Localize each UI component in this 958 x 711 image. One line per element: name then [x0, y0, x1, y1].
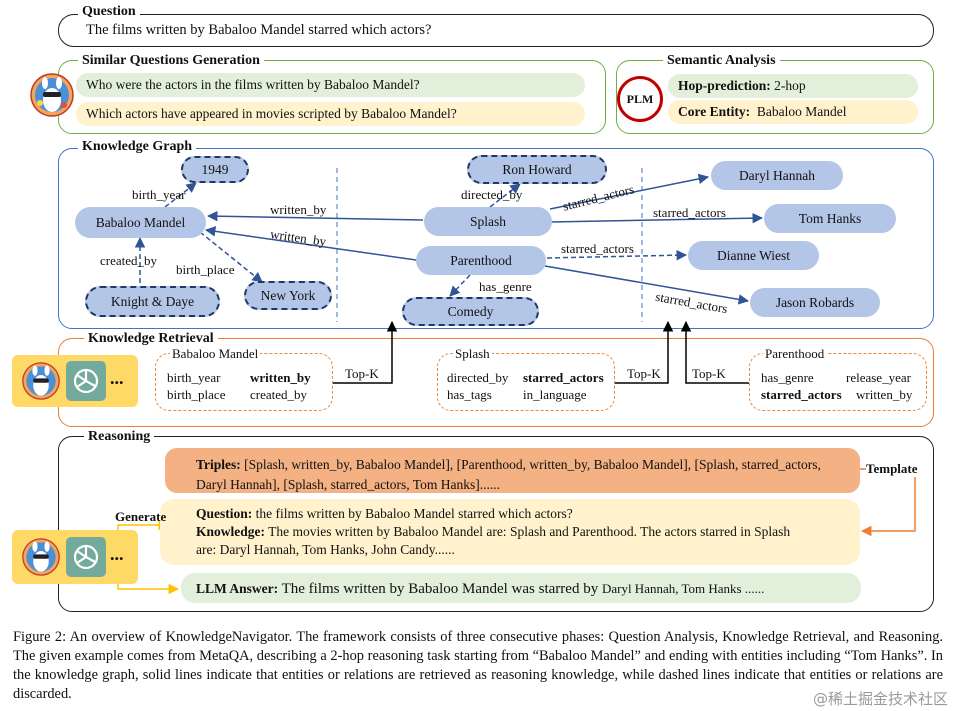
answer-label: LLM Answer: [196, 581, 279, 596]
topk-label: Top-K [692, 366, 726, 381]
topk-label: Top-K [345, 366, 379, 381]
semantic-analysis-title: Semantic Analysis [663, 53, 780, 69]
node-tom-hanks: Tom Hanks [764, 204, 896, 233]
retrieval-cell-selected: starred_actors [523, 370, 604, 385]
plm-label: PLM [626, 91, 654, 106]
retrieval-group-splash [437, 353, 615, 411]
retrieval-cell: has_genre [761, 370, 814, 385]
retrieval-cell: has_tags [447, 387, 492, 402]
retrieval-cell: written_by [856, 387, 913, 402]
edge-label-written-by-1: written_by [270, 202, 327, 217]
triples-box [165, 448, 860, 493]
node-daryl-hannah: Daryl Hannah [711, 161, 843, 190]
prompt-text: Question: the films written by Babaloo M… [196, 505, 790, 559]
node-babaloo-mandel: Babaloo Mandel [75, 207, 206, 238]
prompt-question-label: Question: [196, 506, 253, 521]
reasoning-title: Reasoning [84, 429, 155, 445]
prompt-question-text: the films written by Babaloo Mandel star… [252, 506, 573, 521]
chatgpt-icon [66, 361, 106, 401]
node-splash: Splash [424, 207, 552, 236]
knowledge-retrieval-title: Knowledge Retrieval [84, 331, 218, 347]
edge-label-birth-year: birth_year [132, 187, 186, 202]
retrieval-group-babaloo [155, 353, 333, 411]
triples-label: Triples: [196, 457, 241, 472]
llama-avatar-icon [22, 538, 60, 576]
figure-caption: Figure 2: An overview of KnowledgeNaviga… [13, 629, 943, 702]
retrieval-cell: release_year [846, 370, 911, 385]
question-title: Question [78, 4, 140, 20]
llama-avatar-icon [22, 362, 60, 400]
answer-text: LLM Answer: The films written by Babaloo… [196, 580, 764, 598]
prompt-knowledge-line-1: The movies written by Babaloo Mandel are… [265, 524, 791, 539]
retrieval-cell: directed_by [447, 370, 509, 385]
hop-value: 2-hop [774, 78, 806, 93]
similar-question-1: Who were the actors in the films written… [76, 73, 585, 97]
knowledge-graph-box [58, 148, 934, 329]
triples-text: Triples: [Splash, written_by, Babaloo Ma… [196, 455, 821, 495]
reasoning-ellipsis: ... [110, 544, 124, 564]
hop-label: Hop-prediction: [678, 78, 771, 93]
node-parenthood: Parenthood [416, 246, 546, 275]
topk-arrows [333, 320, 749, 384]
triples-line-1: [Splash, written_by, Babaloo Mandel], [P… [240, 457, 821, 472]
edge-label-starred-2: starred_actors [653, 205, 726, 220]
retrieval-ellipsis: ... [110, 368, 124, 388]
knowledge-graph-title: Knowledge Graph [78, 139, 197, 155]
retrieval-cell: created_by [250, 387, 308, 402]
similar-questions-title: Similar Questions Generation [78, 53, 264, 69]
edge-label-directed-by: directed_by [461, 187, 523, 202]
edge-label-has-genre: has_genre [479, 279, 532, 294]
watermark: @稀土掘金技术社区 [812, 690, 948, 708]
node-ron-howard: Ron Howard [467, 155, 607, 184]
core-entity: Core Entity: Babaloo Mandel [668, 100, 918, 124]
answer-main: The films written by Babaloo Mandel was … [278, 581, 602, 597]
core-entity-value: Babaloo Mandel [756, 104, 847, 119]
knowledge-graph-edges [134, 168, 764, 322]
answer-small: Daryl Hannah, Tom Hanks ...... [601, 581, 765, 596]
retrieval-group-parenthood [749, 353, 927, 411]
edge-label-birth-place: birth_place [176, 262, 235, 277]
triples-line-2: Daryl Hannah], [Splash, starred_actors, … [196, 477, 500, 492]
node-knight-daye: Knight & Daye [85, 286, 220, 317]
retrieval-cell: birth_year [167, 370, 221, 385]
retrieval-cell-selected: starred_actors [761, 387, 842, 402]
topk-label: Top-K [627, 366, 661, 381]
chatgpt-icon [66, 537, 106, 577]
retrieval-cell-selected: written_by [250, 370, 311, 385]
node-jason-robards: Jason Robards [750, 288, 880, 317]
answer-box [181, 573, 861, 603]
prompt-box [160, 499, 860, 565]
similar-question-2: Which actors have appeared in movies scr… [76, 102, 585, 126]
generate-label: Generate [115, 509, 167, 524]
retrieval-cell: birth_place [167, 387, 226, 402]
edge-label-starred-3: starred_actors [561, 241, 634, 256]
node-comedy: Comedy [402, 297, 539, 326]
node-dianne-wiest: Dianne Wiest [688, 241, 819, 270]
plm-circle: PLM [617, 76, 663, 122]
hop-prediction: Hop-prediction: 2-hop [668, 74, 918, 98]
retrieval-group-name: Babaloo Mandel [170, 346, 261, 362]
core-entity-label: Core Entity: [678, 104, 751, 119]
prompt-knowledge-line-2: are: Daryl Hannah, Tom Hanks, John Candy… [196, 542, 455, 557]
template-label: Template [866, 461, 918, 477]
llama-avatar-icon [30, 73, 74, 117]
retrieval-cell: in_language [523, 387, 587, 402]
reasoning-box [58, 436, 934, 612]
question-box [58, 14, 934, 47]
edge-label-created-by: created_by [100, 253, 158, 268]
node-new-york: New York [244, 281, 332, 310]
retrieval-group-name: Parenthood [763, 346, 827, 362]
prompt-knowledge-label: Knowledge: [196, 524, 265, 539]
node-1949: 1949 [181, 156, 249, 183]
retrieval-group-name: Splash [453, 346, 492, 362]
question-text: The films written by Babaloo Mandel star… [86, 22, 432, 38]
